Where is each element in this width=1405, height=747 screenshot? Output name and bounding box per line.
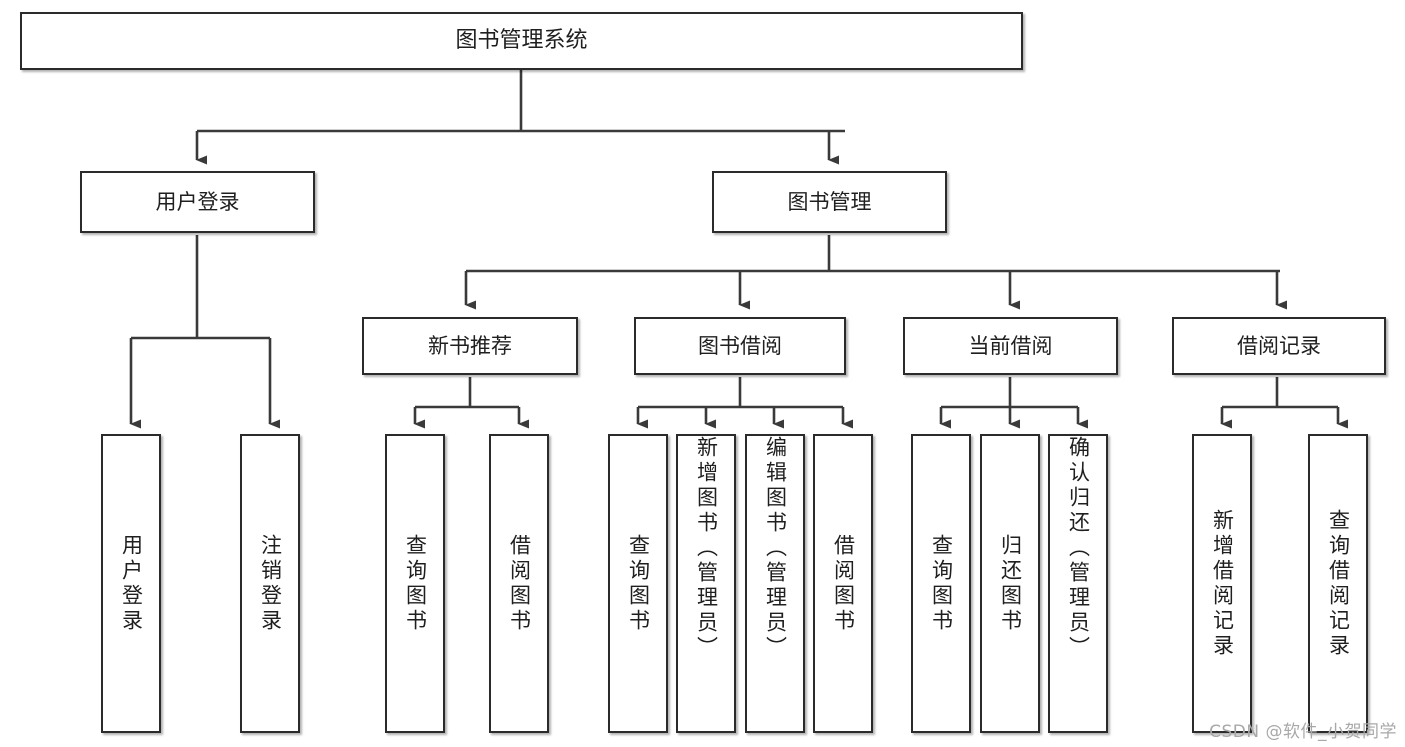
leaf-return-book[interactable]: 归还图书 — [980, 434, 1040, 733]
node-label: 图书管理系统 — [455, 28, 588, 54]
leaf-logout[interactable]: 注销登录 — [240, 434, 300, 733]
node-label: 借阅图书 — [831, 533, 856, 634]
node-label: 查询借阅记录 — [1326, 508, 1351, 659]
leaf-query-book-current[interactable]: 查询图书 — [911, 434, 971, 733]
node-current-borrow[interactable]: 当前借阅 — [903, 317, 1118, 375]
node-label: 确认归还（管理员） — [1066, 436, 1091, 661]
node-book-borrow[interactable]: 图书借阅 — [634, 317, 846, 375]
node-label: 用户登录 — [119, 533, 144, 634]
leaf-add-book-admin[interactable]: 新增图书（管理员） — [676, 434, 736, 733]
node-label: 注销登录 — [258, 533, 283, 634]
node-label: 图书借阅 — [698, 333, 782, 358]
node-label: 图书管理 — [787, 189, 872, 214]
node-borrow-record[interactable]: 借阅记录 — [1172, 317, 1386, 375]
leaf-user-login[interactable]: 用户登录 — [101, 434, 161, 733]
node-label: 查询图书 — [626, 533, 651, 634]
node-user-login[interactable]: 用户登录 — [80, 171, 315, 233]
leaf-add-borrow-record[interactable]: 新增借阅记录 — [1192, 434, 1252, 733]
node-label: 借阅图书 — [507, 533, 532, 634]
node-book-management[interactable]: 图书管理 — [712, 171, 947, 233]
node-label: 查询图书 — [403, 533, 428, 634]
leaf-query-book-recommend[interactable]: 查询图书 — [385, 434, 445, 733]
leaf-edit-book-admin[interactable]: 编辑图书（管理员） — [745, 434, 805, 733]
node-label: 新书推荐 — [428, 333, 512, 358]
leaf-borrow-book[interactable]: 借阅图书 — [813, 434, 873, 733]
leaf-query-borrow-record[interactable]: 查询借阅记录 — [1308, 434, 1368, 733]
node-label: 新增借阅记录 — [1210, 508, 1235, 659]
node-label: 编辑图书（管理员） — [763, 436, 788, 661]
node-new-book-recommend[interactable]: 新书推荐 — [362, 317, 578, 375]
node-label: 新增图书（管理员） — [694, 436, 719, 661]
csdn-watermark: CSDN @软件_小贺同学 — [1209, 722, 1397, 742]
node-label: 用户登录 — [155, 189, 240, 214]
node-label: 归还图书 — [998, 533, 1023, 634]
node-label: 查询图书 — [929, 533, 954, 634]
leaf-query-book-borrow[interactable]: 查询图书 — [608, 434, 668, 733]
node-label: 借阅记录 — [1237, 333, 1321, 358]
node-root-system[interactable]: 图书管理系统 — [20, 12, 1023, 70]
leaf-borrow-book-recommend[interactable]: 借阅图书 — [489, 434, 549, 733]
leaf-confirm-return-admin[interactable]: 确认归还（管理员） — [1048, 434, 1108, 733]
node-label: 当前借阅 — [968, 333, 1053, 358]
